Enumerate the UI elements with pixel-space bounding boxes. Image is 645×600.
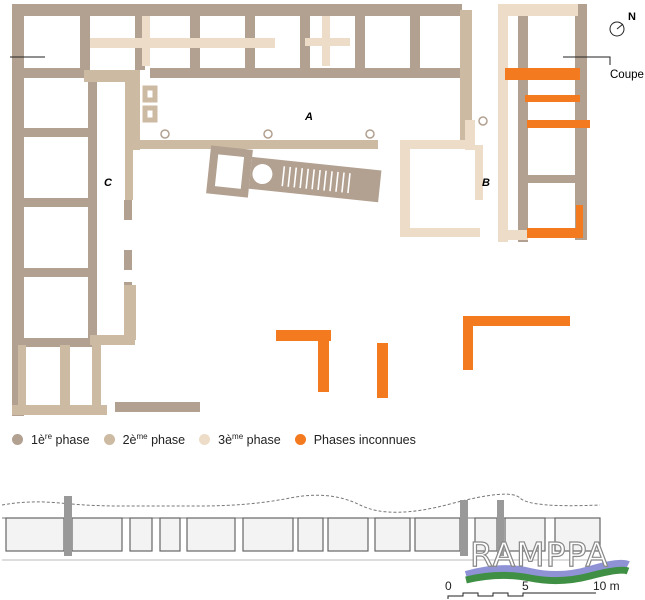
legend-swatch	[199, 434, 211, 446]
legend-label: 1ère phase	[31, 432, 90, 448]
legend-swatch	[12, 434, 23, 446]
section-marker-label: Coupe	[610, 69, 644, 81]
section-line-markers	[10, 21, 625, 65]
scale-tick-10: 10 m	[593, 579, 620, 593]
legend-label: 2ème phase	[122, 432, 186, 448]
site-plan: A B C N Coupe	[10, 4, 644, 416]
rotated-building-phase-1	[206, 145, 382, 203]
legend-swatch	[103, 434, 115, 446]
room-label-b: B	[482, 177, 490, 189]
legend-label: Phases inconnues	[313, 432, 416, 447]
unknown-phase-walls	[276, 68, 590, 398]
legend: 1ère phase 2ème phase 3ème phase Phases …	[12, 432, 416, 447]
legend-label: 3ème phase	[218, 432, 281, 448]
phase-3-walls	[90, 4, 578, 242]
scale-tick-5: 5	[522, 579, 529, 593]
legend-swatch	[294, 434, 306, 446]
north-label: N	[628, 11, 636, 23]
legend-item-phase-3: 3ème phase	[199, 432, 281, 447]
legend-item-phase-2: 2ème phase	[103, 432, 186, 448]
room-label-a: A	[304, 111, 313, 123]
scale-tick-0: 0	[445, 579, 452, 593]
section-pits	[5, 517, 601, 552]
north-arrow-icon	[609, 21, 625, 37]
legend-item-phase-1: 1ère phase	[12, 432, 90, 447]
phase-2-walls	[12, 10, 488, 415]
legend-item-unknown: Phases inconnues	[294, 432, 416, 447]
logo-text: RAMPPA	[470, 535, 609, 574]
room-label-c: C	[104, 177, 113, 189]
